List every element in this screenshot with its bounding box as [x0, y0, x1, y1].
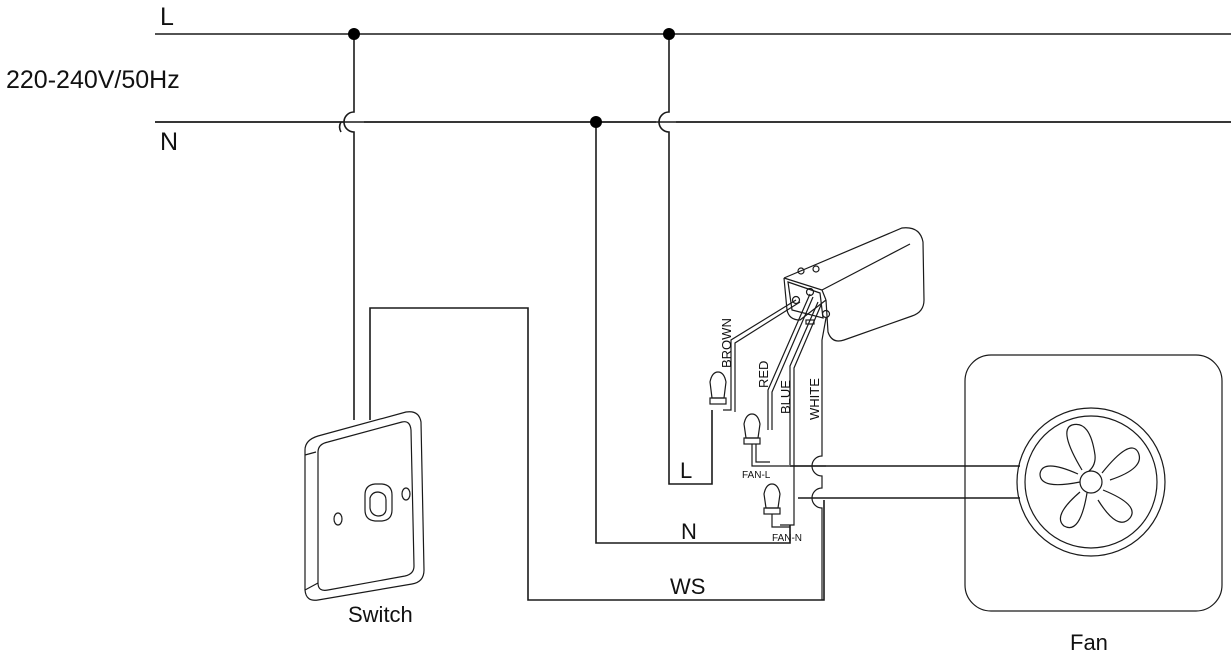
junction-dot [590, 116, 602, 128]
switched-wire [369, 307, 825, 601]
wire-connector-fan-l [743, 413, 826, 467]
n-terminal-label: N [681, 519, 697, 544]
fan-blade-icon [1039, 423, 1140, 529]
switch-label: Switch [348, 602, 413, 627]
junction-dot [348, 28, 360, 40]
ws-label: WS [670, 574, 705, 599]
neutral-rail [155, 121, 1231, 133]
fan-unit[interactable] [964, 354, 1223, 612]
white-wire [811, 317, 827, 600]
wire-connector-fan-n [763, 483, 790, 528]
brown-wire-label: BROWN [719, 318, 734, 368]
blue-wire [780, 301, 822, 526]
brown-wire [723, 299, 801, 412]
smart-module [783, 227, 925, 342]
junction-dot [663, 28, 675, 40]
l-terminal-label: L [680, 458, 692, 483]
red-wire [767, 293, 814, 430]
wire-connector-live [709, 371, 727, 405]
switch-live-wire [343, 28, 360, 420]
module-neutral-wire [590, 116, 791, 544]
white-wire-label: WHITE [807, 378, 822, 420]
module-live-wire [658, 28, 713, 485]
red-wire-label: RED [756, 361, 771, 388]
fan-n-label: FAN-N [772, 533, 802, 544]
voltage-label: 220-240V/50Hz [6, 66, 180, 94]
fan-label: Fan [1070, 630, 1108, 655]
live-label: L [160, 3, 174, 31]
wall-switch[interactable] [304, 411, 425, 601]
blue-wire-label: BLUE [778, 380, 793, 414]
neutral-label: N [160, 128, 178, 156]
fan-l-label: FAN-L [742, 470, 771, 481]
